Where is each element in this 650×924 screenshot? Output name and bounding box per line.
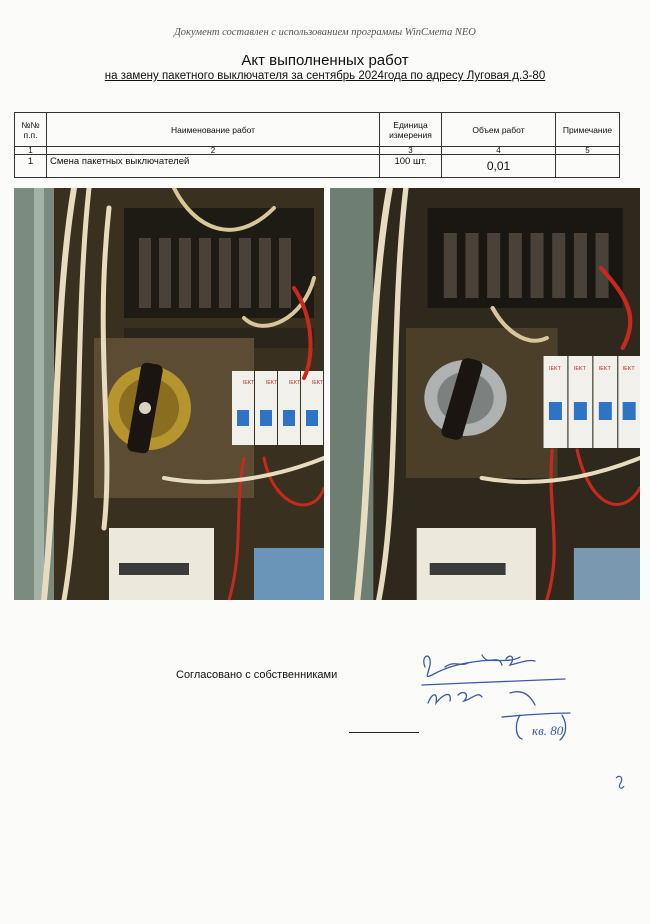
document-title: Акт выполненных работ (241, 52, 409, 69)
header-note: Примечание (555, 112, 620, 147)
photo-after: IEKТ IEKТ IEKТ IEKТ (330, 188, 640, 600)
breaker-label: IEKТ (243, 380, 254, 386)
breaker-label: IEKТ (312, 380, 323, 386)
breaker-label: IEKТ (549, 366, 562, 372)
breaker-label: IEKТ (289, 380, 300, 386)
breaker-label: IEKТ (599, 366, 612, 372)
table-row: 1 Смена пакетных выключателей 100 шт. 0,… (14, 154, 620, 178)
breaker-label: IEKТ (574, 366, 587, 372)
table-header-row: №№ п.п. Наименование работ Единица измер… (14, 112, 620, 147)
col-number: 4 (441, 146, 556, 155)
header-unit: Единица измерения (379, 112, 442, 147)
header-volume: Объем работ (441, 112, 556, 147)
header-name: Наименование работ (46, 112, 380, 147)
row-volume: 0,01 (441, 154, 556, 178)
header-num: №№ п.п. (14, 112, 47, 147)
handwritten-signature: кв. 80 (410, 645, 580, 745)
col-number: 2 (46, 146, 380, 155)
col-number: 5 (555, 146, 620, 155)
software-note: Документ составлен с использованием прог… (174, 27, 476, 38)
handwritten-mark (612, 772, 630, 794)
row-name: Смена пакетных выключателей (46, 154, 380, 178)
works-table: №№ п.п. Наименование работ Единица измер… (14, 112, 620, 178)
col-number: 1 (14, 146, 47, 155)
photo-before: IEKТ IEKТ IEKТ IEKТ (14, 188, 324, 600)
breaker-group-new (543, 356, 640, 448)
breaker-label: IEKТ (623, 366, 636, 372)
column-number-row: 1 2 3 4 5 (14, 146, 620, 155)
row-num: 1 (14, 154, 47, 178)
col-number: 3 (379, 146, 442, 155)
document-subtitle: на замену пакетного выключателя за сентя… (104, 70, 546, 82)
signature-line (349, 732, 419, 733)
handwritten-apartment: кв. 80 (532, 723, 564, 738)
breaker-label: IEKТ (266, 380, 277, 386)
agreed-label: Согласовано с собственниками (176, 669, 338, 681)
row-unit: 100 шт. (379, 154, 442, 178)
row-note (555, 154, 620, 178)
breaker-group (232, 371, 323, 445)
